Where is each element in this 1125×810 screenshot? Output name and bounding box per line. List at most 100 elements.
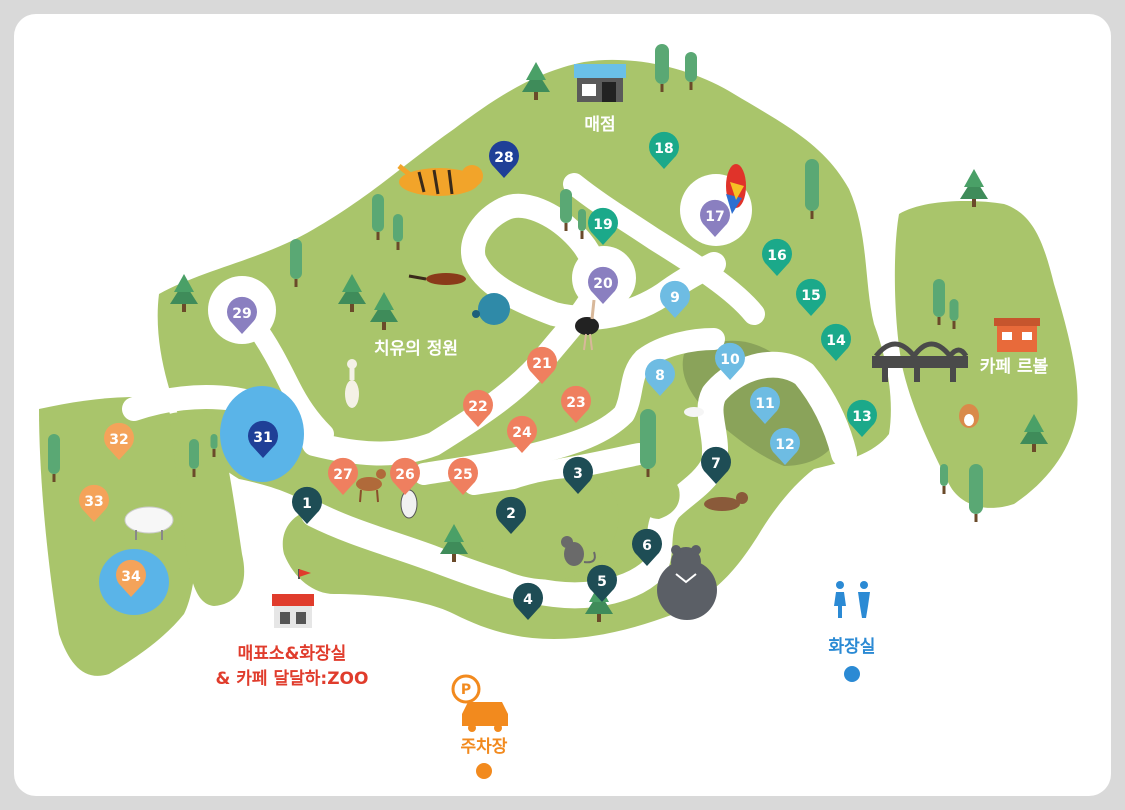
parrot-illustration xyxy=(726,164,746,214)
map-pin-icon xyxy=(527,346,558,384)
exhibit-marker-29[interactable]: 29 xyxy=(227,296,257,334)
exhibit-marker-1[interactable]: 1 xyxy=(292,486,322,524)
exhibit-marker-11[interactable]: 11 xyxy=(750,386,781,424)
animal-illustrations xyxy=(124,164,979,620)
exhibit-marker-number: 27 xyxy=(333,467,352,483)
map-pin-icon xyxy=(390,457,420,495)
tiger-illustration xyxy=(397,164,483,196)
exhibit-marker-number: 10 xyxy=(720,352,740,368)
exhibit-marker-33[interactable]: 33 xyxy=(79,484,110,522)
tree-icon xyxy=(372,194,384,240)
map-pin-icon xyxy=(561,385,591,423)
tree-icon xyxy=(805,159,819,219)
exhibit-marker-10[interactable]: 10 xyxy=(715,342,746,380)
tree-icon xyxy=(969,464,983,522)
exhibit-marker-number: 29 xyxy=(232,306,251,322)
exhibit-marker-number: 25 xyxy=(453,467,472,483)
map-pin-icon xyxy=(563,456,594,494)
map-pin-icon xyxy=(463,389,494,427)
map-pin-icon xyxy=(649,131,679,169)
exhibit-marker-number: 12 xyxy=(775,437,794,453)
exhibit-marker-number: 8 xyxy=(655,368,665,384)
exhibit-marker-number: 20 xyxy=(593,276,613,292)
restroom-icon xyxy=(834,581,870,682)
exhibit-marker-22[interactable]: 22 xyxy=(463,389,494,427)
exhibit-marker-8[interactable]: 8 xyxy=(645,358,676,396)
dog-illustration xyxy=(704,492,748,511)
map-canvas: 1234567891011121314151617181920212223242… xyxy=(39,44,1078,779)
exhibit-marker-25[interactable]: 25 xyxy=(448,457,479,495)
exhibit-marker-number: 7 xyxy=(711,456,721,472)
tree-icon xyxy=(685,52,697,90)
exhibit-marker-number: 18 xyxy=(654,141,673,157)
exhibit-marker-number: 24 xyxy=(512,425,532,441)
exhibit-marker-26[interactable]: 26 xyxy=(390,457,420,495)
tree-icon xyxy=(393,214,403,250)
map-labels: 매점 치유의 정원 카페 르볼 매표소&화장실 & 카페 달달하:ZOO 주차장… xyxy=(216,115,1049,757)
path-north-west xyxy=(244,314,334,444)
shop-label: 매점 xyxy=(584,115,615,135)
exhibit-marker-17[interactable]: 17 xyxy=(700,199,731,237)
tree-icon xyxy=(640,409,656,477)
map-pin-icon xyxy=(79,484,110,522)
map-pin-icon xyxy=(513,582,544,620)
exhibit-marker-13[interactable]: 13 xyxy=(847,399,878,437)
exhibit-marker-number: 9 xyxy=(670,290,680,306)
exhibit-marker-19[interactable]: 19 xyxy=(588,207,618,245)
exhibit-marker-number: 34 xyxy=(121,569,141,585)
restroom-label: 화장실 xyxy=(829,637,876,657)
exhibit-marker-number: 32 xyxy=(109,432,128,448)
exhibit-marker-24[interactable]: 24 xyxy=(507,415,538,453)
tree-icon xyxy=(933,279,945,325)
exhibit-marker-2[interactable]: 2 xyxy=(496,496,526,534)
goat-illustration xyxy=(400,489,418,519)
map-pin-icon xyxy=(632,528,663,566)
path-north-spur xyxy=(563,173,765,325)
map-pin-icon xyxy=(770,427,800,465)
tree-icon xyxy=(940,464,948,494)
exhibit-marker-number: 3 xyxy=(573,466,583,482)
exhibit-marker-number: 33 xyxy=(84,494,103,510)
exhibit-marker-9[interactable]: 9 xyxy=(660,280,690,318)
exhibit-marker-28[interactable]: 28 xyxy=(489,140,519,178)
parking-label: 주차장 xyxy=(461,737,508,757)
tree-icon xyxy=(290,239,302,287)
path-inner-loop xyxy=(413,328,725,485)
map-pin-icon xyxy=(292,486,322,524)
tree-icon xyxy=(48,434,60,482)
exhibit-marker-6[interactable]: 6 xyxy=(632,528,663,566)
cafe-reubol-label: 카페 르볼 xyxy=(980,357,1049,377)
exhibit-marker-34[interactable]: 34 xyxy=(116,559,146,597)
map-pin-icon xyxy=(507,415,538,453)
exhibit-marker-32[interactable]: 32 xyxy=(104,422,134,460)
exhibit-marker-16[interactable]: 16 xyxy=(762,238,792,276)
exhibit-marker-7[interactable]: 7 xyxy=(701,446,732,484)
exhibit-marker-number: 5 xyxy=(597,574,607,590)
exhibit-marker-number: 14 xyxy=(826,333,846,349)
pine-tree-icon xyxy=(370,292,398,330)
deer-illustration xyxy=(356,469,386,503)
ostrich-illustration xyxy=(575,299,599,351)
exhibit-marker-21[interactable]: 21 xyxy=(527,346,558,384)
map-pin-icon xyxy=(645,358,676,396)
exhibit-marker-number: 17 xyxy=(705,209,724,225)
exhibit-marker-14[interactable]: 14 xyxy=(821,323,852,361)
exhibit-marker-18[interactable]: 18 xyxy=(649,131,679,169)
svg-text:P: P xyxy=(461,682,471,698)
exhibit-marker-15[interactable]: 15 xyxy=(796,278,827,316)
monkey-illustration xyxy=(561,536,596,566)
exhibit-marker-23[interactable]: 23 xyxy=(561,385,591,423)
tree-icon xyxy=(210,434,218,457)
map-pin-icon xyxy=(587,564,618,602)
exhibit-marker-4[interactable]: 4 xyxy=(513,582,544,620)
alpaca-illustration xyxy=(345,359,359,408)
exhibit-marker-5[interactable]: 5 xyxy=(587,564,618,602)
exhibit-marker-27[interactable]: 27 xyxy=(328,457,359,495)
exhibit-marker-20[interactable]: 20 xyxy=(588,266,619,304)
map-pin-icon xyxy=(496,496,526,534)
exhibit-marker-3[interactable]: 3 xyxy=(563,456,594,494)
exhibit-marker-31[interactable]: 31 xyxy=(248,420,278,458)
exhibit-marker-12[interactable]: 12 xyxy=(770,427,800,465)
tree-icon xyxy=(189,439,199,477)
ticket-office-label: 매표소&화장실 xyxy=(238,644,347,664)
